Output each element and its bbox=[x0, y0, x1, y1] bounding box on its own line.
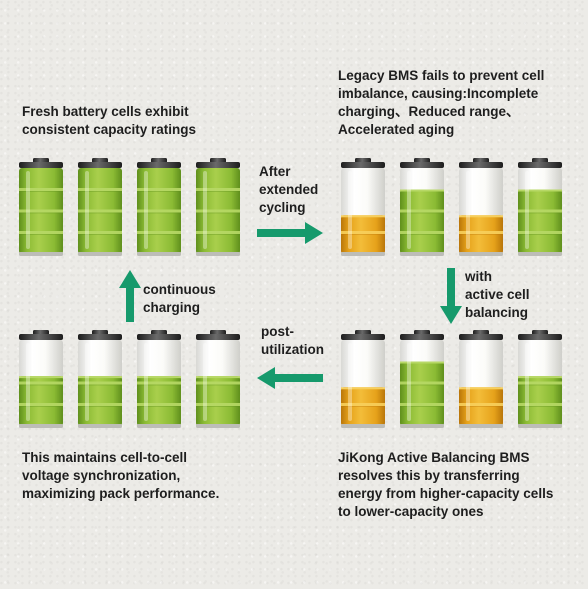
caption-synchronization: This maintains cell-to-cell voltage sync… bbox=[22, 449, 219, 503]
label-line: with bbox=[465, 269, 492, 284]
caption-active-balancing: JiKong Active Balancing BMS resolves thi… bbox=[338, 449, 553, 521]
caption-fresh-cells: Fresh battery cells exhibit consistent c… bbox=[22, 103, 196, 139]
battery-icon bbox=[78, 330, 122, 428]
caption-line: to lower-capacity ones bbox=[338, 504, 484, 519]
caption-line: charging、Reduced range、 bbox=[338, 104, 520, 119]
label-line: charging bbox=[143, 300, 201, 315]
label-line: active cell bbox=[465, 287, 530, 302]
caption-line: This maintains cell-to-cell bbox=[22, 450, 188, 465]
battery-icon bbox=[196, 330, 240, 428]
label-line: balancing bbox=[465, 305, 529, 320]
battery-cell-top-left-2 bbox=[77, 158, 123, 256]
arrow-label-post-utilization: post- utilization bbox=[261, 323, 324, 359]
label-line: post- bbox=[261, 324, 294, 339]
battery-icon bbox=[78, 158, 122, 256]
battery-cell-top-right-4 bbox=[517, 158, 563, 256]
battery-cell-bottom-right-1 bbox=[340, 330, 386, 428]
battery-cell-top-left-3 bbox=[136, 158, 182, 256]
battery-icon bbox=[341, 330, 385, 428]
battery-cell-top-right-1 bbox=[340, 158, 386, 256]
caption-line: JiKong Active Balancing BMS bbox=[338, 450, 530, 465]
arrow-up-icon bbox=[119, 270, 141, 322]
arrow-shape bbox=[440, 268, 462, 324]
caption-line: imbalance, causing:Incomplete bbox=[338, 86, 539, 101]
caption-line: voltage synchronization, bbox=[22, 468, 181, 483]
caption-line: Accelerated aging bbox=[338, 122, 455, 137]
label-line: After bbox=[259, 164, 291, 179]
label-line: continuous bbox=[143, 282, 216, 297]
battery-icon bbox=[137, 158, 181, 256]
arrow-label-after-cycling: After extended cycling bbox=[259, 163, 318, 217]
battery-cell-bottom-left-1 bbox=[18, 330, 64, 428]
arrow-shape bbox=[257, 367, 323, 389]
battery-icon bbox=[459, 330, 503, 428]
battery-cell-bottom-right-2 bbox=[399, 330, 445, 428]
battery-cell-bottom-left-3 bbox=[136, 330, 182, 428]
battery-cell-bottom-right-3 bbox=[458, 330, 504, 428]
arrow-left-icon bbox=[257, 367, 323, 389]
battery-icon bbox=[400, 330, 444, 428]
battery-icon bbox=[400, 158, 444, 256]
arrow-label-continuous-charging: continuous charging bbox=[143, 281, 216, 317]
arrow-shape bbox=[257, 222, 323, 244]
arrow-shape bbox=[119, 270, 141, 322]
battery-icon bbox=[137, 330, 181, 428]
battery-icon bbox=[518, 330, 562, 428]
battery-icon bbox=[518, 158, 562, 256]
battery-cell-bottom-left-2 bbox=[77, 330, 123, 428]
caption-line: consistent capacity ratings bbox=[22, 122, 197, 137]
battery-icon bbox=[196, 158, 240, 256]
caption-line: energy from higher-capacity cells bbox=[338, 486, 554, 501]
label-line: utilization bbox=[261, 342, 324, 357]
caption-line: Fresh battery cells exhibit bbox=[22, 104, 189, 119]
battery-icon bbox=[19, 158, 63, 256]
arrow-right-icon bbox=[257, 222, 323, 244]
caption-line: maximizing pack performance. bbox=[22, 486, 220, 501]
battery-cell-top-left-4 bbox=[195, 158, 241, 256]
battery-icon bbox=[459, 158, 503, 256]
caption-line: resolves this by transferring bbox=[338, 468, 520, 483]
battery-cell-top-right-2 bbox=[399, 158, 445, 256]
arrow-label-active-balancing: with active cell balancing bbox=[465, 268, 530, 322]
caption-line: Legacy BMS fails to prevent cell bbox=[338, 68, 545, 83]
battery-cell-bottom-right-4 bbox=[517, 330, 563, 428]
battery-cell-bottom-left-4 bbox=[195, 330, 241, 428]
battery-cell-top-right-3 bbox=[458, 158, 504, 256]
arrow-down-icon bbox=[440, 268, 462, 324]
battery-icon bbox=[19, 330, 63, 428]
battery-icon bbox=[341, 158, 385, 256]
battery-cell-top-left-1 bbox=[18, 158, 64, 256]
caption-legacy-bms: Legacy BMS fails to prevent cell imbalan… bbox=[338, 67, 544, 139]
label-line: cycling bbox=[259, 200, 306, 215]
label-line: extended bbox=[259, 182, 319, 197]
